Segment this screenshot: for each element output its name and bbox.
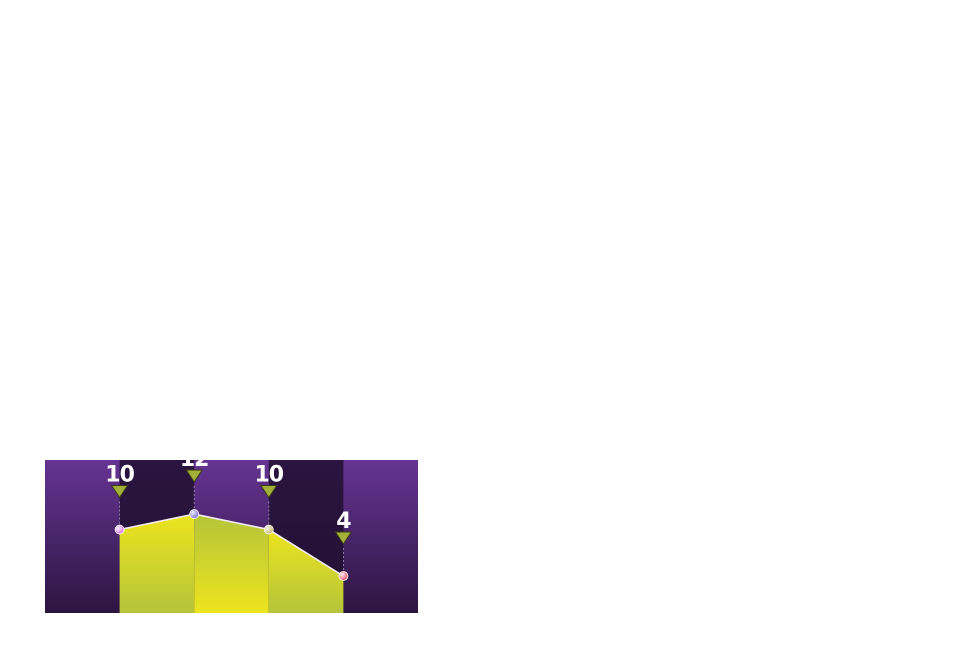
background-band [45,460,121,613]
data-labels: 10 12 10 4 [105,460,352,534]
value-marker-triangle [259,485,278,499]
series-line [119,513,344,577]
data-label: 4 [336,509,351,534]
area-segment [119,514,195,613]
data-point [338,571,349,581]
data-label: 10 [254,463,283,488]
data-point [189,509,200,519]
background-band [343,460,418,613]
value-marker-triangle [185,469,204,483]
value-markers [110,469,353,545]
data-label: 12 [180,460,209,472]
data-point [263,524,274,535]
chart-canvas: 10 12 10 4 [45,460,418,613]
data-points [114,509,349,581]
area-segment [194,514,269,613]
value-marker-triangle [110,485,129,499]
area-fills [119,514,344,613]
value-marker-triangle [334,531,353,545]
data-point [114,524,125,535]
data-label: 10 [105,463,134,488]
area-segment [268,529,344,613]
area-chart: 10 12 10 4 [45,460,418,613]
